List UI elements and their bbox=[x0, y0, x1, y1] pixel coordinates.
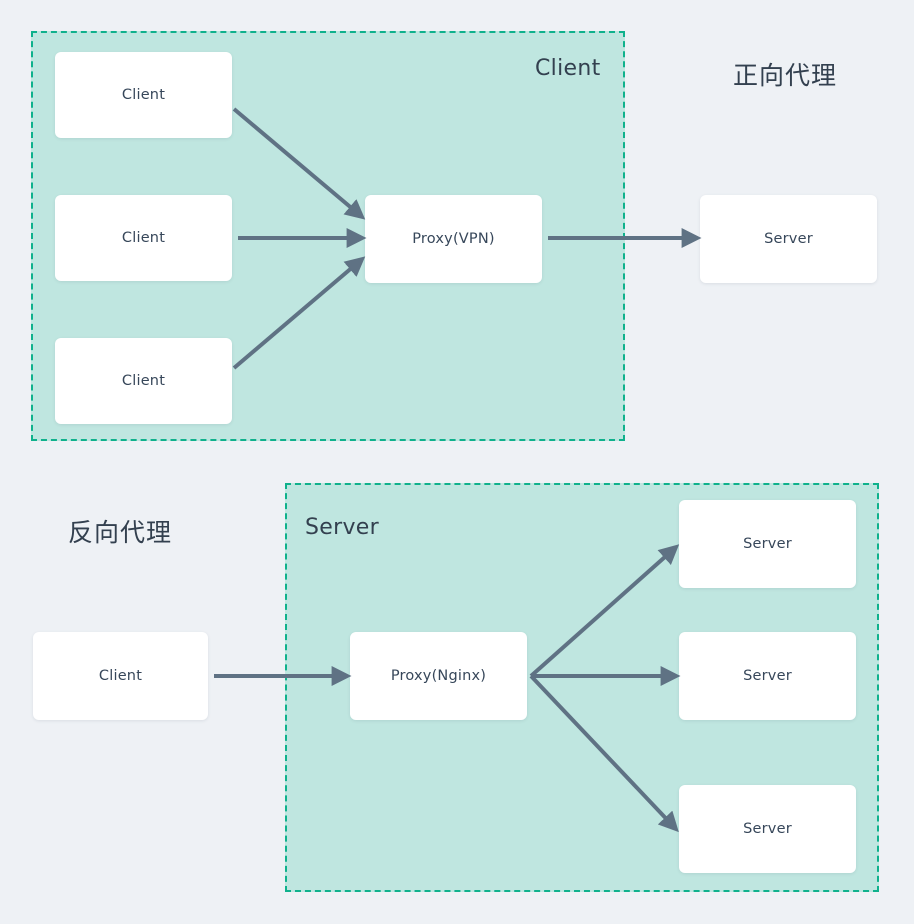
node-client-reverse[interactable]: Client bbox=[33, 632, 208, 720]
node-label: Client bbox=[121, 373, 166, 389]
node-client-1[interactable]: Client bbox=[55, 52, 232, 138]
node-label: Server bbox=[764, 231, 813, 247]
node-label: Client bbox=[121, 87, 166, 103]
node-label: Client bbox=[98, 668, 143, 684]
zone-label-server: Server bbox=[305, 515, 379, 540]
node-server-forward[interactable]: Server bbox=[700, 195, 877, 283]
node-server-c[interactable]: Server bbox=[679, 785, 856, 873]
node-proxy-nginx[interactable]: Proxy(Nginx) bbox=[350, 632, 527, 720]
section-title-forward-proxy: 正向代理 bbox=[733, 61, 838, 90]
node-label: Server bbox=[743, 668, 792, 684]
node-label: Client bbox=[121, 230, 166, 246]
node-label: Proxy(Nginx) bbox=[390, 668, 487, 684]
zone-label-client: Client bbox=[535, 56, 601, 81]
section-title-reverse-proxy: 反向代理 bbox=[68, 518, 173, 547]
node-server-a[interactable]: Server bbox=[679, 500, 856, 588]
node-client-2[interactable]: Client bbox=[55, 195, 232, 281]
node-label: Server bbox=[743, 821, 792, 837]
node-label: Proxy(VPN) bbox=[412, 231, 495, 247]
node-proxy-vpn[interactable]: Proxy(VPN) bbox=[365, 195, 542, 283]
node-label: Server bbox=[743, 536, 792, 552]
node-client-3[interactable]: Client bbox=[55, 338, 232, 424]
node-server-b[interactable]: Server bbox=[679, 632, 856, 720]
